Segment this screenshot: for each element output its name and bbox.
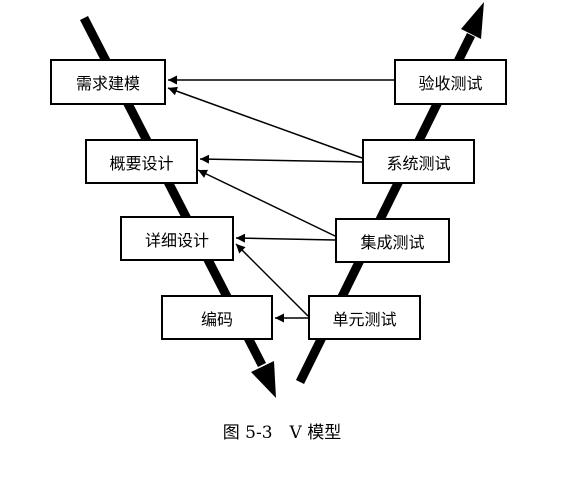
figure-caption: 图 5-3 V 模型 [222, 423, 342, 443]
system-testing-box: 系统测试 [362, 139, 475, 184]
high-level-design-box: 概要设计 [85, 139, 198, 184]
arrow-unit-to-detail [235, 243, 309, 317]
acceptance-testing-box: 验收测试 [394, 59, 507, 105]
testing-flow-arrow-head [461, 2, 484, 39]
coding-box: 编码 [161, 295, 273, 340]
arrow-integration-to-detail [235, 233, 336, 243]
unit-testing-box: 单元测试 [308, 295, 421, 340]
integration-testing-box: 集成测试 [335, 218, 450, 263]
arrow-integration-to-overview [197, 169, 336, 237]
development-flow-arrow-head [251, 361, 276, 398]
arrow-system-to-requirements [167, 86, 363, 159]
arrow-system-to-overview [199, 154, 363, 164]
requirements-modeling-box: 需求建模 [50, 59, 166, 105]
detailed-design-box: 详细设计 [120, 216, 234, 261]
